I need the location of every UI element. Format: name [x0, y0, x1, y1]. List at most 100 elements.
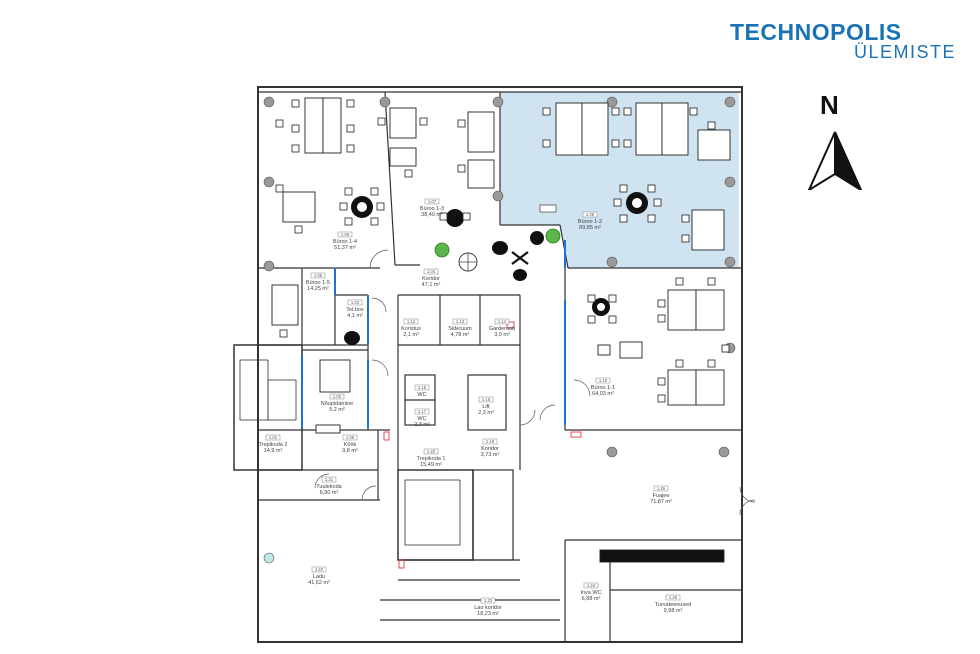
room-number-box [494, 318, 510, 325]
room-name: Büroo 1-2 [578, 219, 602, 225]
room-name: Lao koridor [474, 605, 502, 611]
room-area: 14,25 m² [307, 286, 329, 292]
room-number: 1.23 [484, 598, 493, 603]
room-name: Büroo 1-4 [333, 239, 357, 245]
room-number-box [482, 438, 498, 445]
room-name: Lift [482, 404, 490, 410]
desks [271, 97, 731, 563]
north-compass: N [806, 90, 866, 190]
technopolis-logo: TECHNOPOLIS ÜLEMISTE [730, 20, 960, 64]
room-name: Büroo 1-5 [306, 280, 330, 286]
room-area: 2,3 m² [414, 422, 430, 428]
room-area: 14,9 m² [264, 448, 283, 454]
room-number-box [403, 318, 419, 325]
room-number: 1.19 [486, 439, 495, 444]
room-number: 1.25 [669, 595, 678, 600]
room-number-box [337, 231, 353, 238]
room-number: 1.04 [427, 269, 436, 274]
room-number-box [478, 396, 494, 403]
logo-line-1: TECHNOPOLIS [730, 19, 902, 45]
room-number: 1.20 [427, 449, 436, 454]
room-area: 5,2 m² [329, 407, 345, 413]
room-number: 1.15 [418, 385, 427, 390]
room-number: 1.24 [587, 583, 596, 588]
room-number: 1.17 [418, 409, 427, 414]
door-swings [314, 249, 756, 516]
room-area: 6,90 m² [320, 490, 339, 496]
room-name: Inva WC [580, 590, 601, 596]
room-number: 1.07 [428, 199, 437, 204]
room-number-box [414, 384, 430, 391]
room-number: 1.13 [456, 319, 465, 324]
lounge-furniture [344, 228, 561, 345]
room-number: 1.12 [407, 319, 416, 324]
room-number-box [423, 268, 439, 275]
room-area: 47,1 m² [422, 282, 441, 288]
room-name: Koristus [401, 326, 421, 332]
room-number: 1.22 [315, 567, 324, 572]
room-number: 1.14 [498, 319, 507, 324]
room-number-box [329, 393, 345, 400]
room-area: 2,3 m² [478, 410, 494, 416]
room-number-box [653, 485, 669, 492]
room-area: 41,62 m² [308, 580, 330, 586]
room-number-box [321, 476, 337, 483]
room-area: 4,1 m² [347, 313, 363, 319]
room-name: Ladu [313, 574, 325, 580]
room-number: 1.26 [657, 486, 666, 491]
room-area: 89,85 m² [579, 225, 601, 231]
room-name: Koridor [481, 446, 499, 452]
room-area: 71,87 m² [650, 499, 672, 505]
room-number-box [342, 434, 358, 441]
room-number-box [665, 594, 681, 601]
north-label: N [820, 90, 839, 120]
north-arrow-icon [807, 131, 863, 190]
room-name: Koridor [422, 276, 440, 282]
room-number-box [414, 408, 430, 415]
room-number-box [480, 597, 496, 604]
room-name: Fuajee [653, 493, 670, 499]
room-number-box [347, 299, 363, 306]
room-number-box [452, 318, 468, 325]
room-name: Büroo 1-3 [420, 206, 444, 212]
logo-line-2: ÜLEMISTE [853, 42, 956, 62]
room-number: 1.08 [586, 212, 595, 217]
room-area: 15,49 m² [420, 462, 442, 468]
room-area: 3,73 m² [481, 452, 500, 458]
room-number: 1.06 [341, 232, 350, 237]
room-number-box [310, 272, 326, 279]
room-area: 4,78 m² [451, 332, 470, 338]
room-number: 1.09 [346, 435, 355, 440]
room-area: 9,8 m² [342, 448, 358, 454]
room-name: Trepikoda 1 [417, 456, 446, 462]
room-number-box [424, 198, 440, 205]
partition-panel [539, 204, 557, 213]
room-number-box [265, 434, 281, 441]
markers [383, 321, 582, 569]
room-name: Köök [344, 442, 357, 448]
columns [263, 96, 736, 564]
room-area: 51,37 m² [334, 245, 356, 251]
room-number: 1.10 [599, 378, 608, 383]
room-number: 1.21 [325, 477, 334, 482]
